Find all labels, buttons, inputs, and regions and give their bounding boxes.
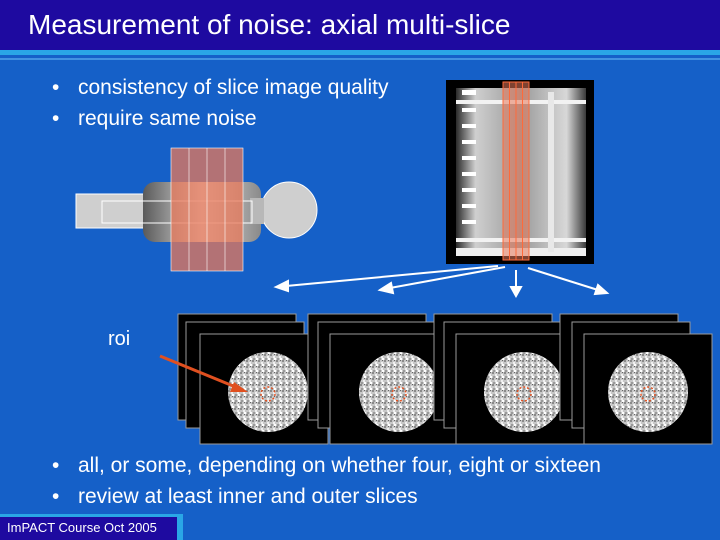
title-rule bbox=[0, 50, 720, 55]
arrow-head bbox=[377, 281, 395, 295]
ct-slice-image-icon bbox=[359, 352, 439, 432]
roi-arrow bbox=[159, 354, 248, 392]
arrow-head bbox=[273, 279, 289, 293]
ct-image-stack bbox=[559, 313, 713, 445]
bullet-dot: • bbox=[52, 485, 60, 508]
bullet-text: require same noise bbox=[78, 107, 257, 130]
ct-slice-image-icon bbox=[484, 352, 564, 432]
title-bar: Measurement of noise: axial multi-slice bbox=[0, 0, 720, 50]
bullet-item: • consistency of slice image quality bbox=[52, 72, 388, 103]
slice-overlay-phantom bbox=[502, 81, 530, 261]
footer-text: ImPACT Course Oct 2005 bbox=[7, 520, 157, 535]
bullet-list-bottom: • all, or some, depending on whether four… bbox=[52, 450, 601, 512]
title-rule-thin bbox=[0, 58, 720, 60]
arrow-line bbox=[285, 265, 499, 287]
bullet-dot: • bbox=[52, 454, 60, 477]
bullet-list-top: • consistency of slice image quality • req… bbox=[52, 72, 388, 134]
roi-label: roi bbox=[108, 328, 131, 350]
ct-slice-image-icon bbox=[608, 352, 688, 432]
bullet-item: • all, or some, depending on whether four… bbox=[52, 450, 601, 481]
bullet-item: • require same noise bbox=[52, 103, 388, 134]
ct-slice-image-icon bbox=[228, 352, 308, 432]
bullet-text: review at least inner and outer slices bbox=[78, 485, 418, 508]
bullet-item: • review at least inner and outer slices bbox=[52, 481, 601, 512]
slice-arrows bbox=[273, 265, 610, 299]
bullet-text: all, or some, depending on whether four,… bbox=[78, 454, 601, 477]
slide-title: Measurement of noise: axial multi-slice bbox=[28, 9, 511, 40]
ct-image-stack bbox=[177, 313, 329, 445]
arrow-line bbox=[527, 267, 599, 291]
footer-label: ImPACT Course Oct 2005 bbox=[0, 514, 183, 540]
bullet-dot: • bbox=[52, 107, 60, 130]
arrow-line bbox=[389, 266, 506, 289]
bullet-text: consistency of slice image quality bbox=[78, 76, 389, 99]
arrow-head bbox=[593, 283, 610, 296]
arrow-head bbox=[509, 286, 523, 299]
ct-image-stack bbox=[307, 313, 459, 445]
bullet-dot: • bbox=[52, 76, 60, 99]
slice-overlay-patient bbox=[170, 147, 244, 272]
